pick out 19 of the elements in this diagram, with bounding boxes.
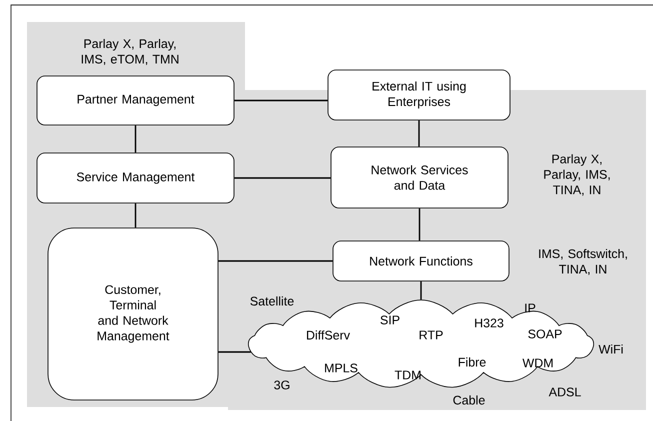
connector <box>420 281 422 300</box>
process-box: Service Management <box>36 152 234 204</box>
process-box: External IT using Enterprises <box>328 70 510 120</box>
annotation: Parlay X, Parlay, IMS, eTOM, TMN <box>82 38 178 66</box>
process-box: Network Functions <box>332 240 510 282</box>
connector <box>218 260 333 262</box>
label: 3G <box>274 380 290 390</box>
label: IMS, Softswitch, TINA, IN <box>539 248 627 276</box>
process-box: Network Services and Data <box>330 146 508 208</box>
connector <box>234 100 328 102</box>
connector <box>134 203 136 228</box>
connector <box>234 177 331 179</box>
process-box: Partner Management <box>36 76 234 126</box>
connector <box>218 351 251 353</box>
connector <box>134 125 136 153</box>
process-box: Customer, Terminal and Network Management <box>48 228 218 400</box>
annotation: Parlay X, Parlay, IMS, TINA, IN <box>544 154 610 196</box>
connector <box>418 208 420 241</box>
connector <box>418 120 420 147</box>
